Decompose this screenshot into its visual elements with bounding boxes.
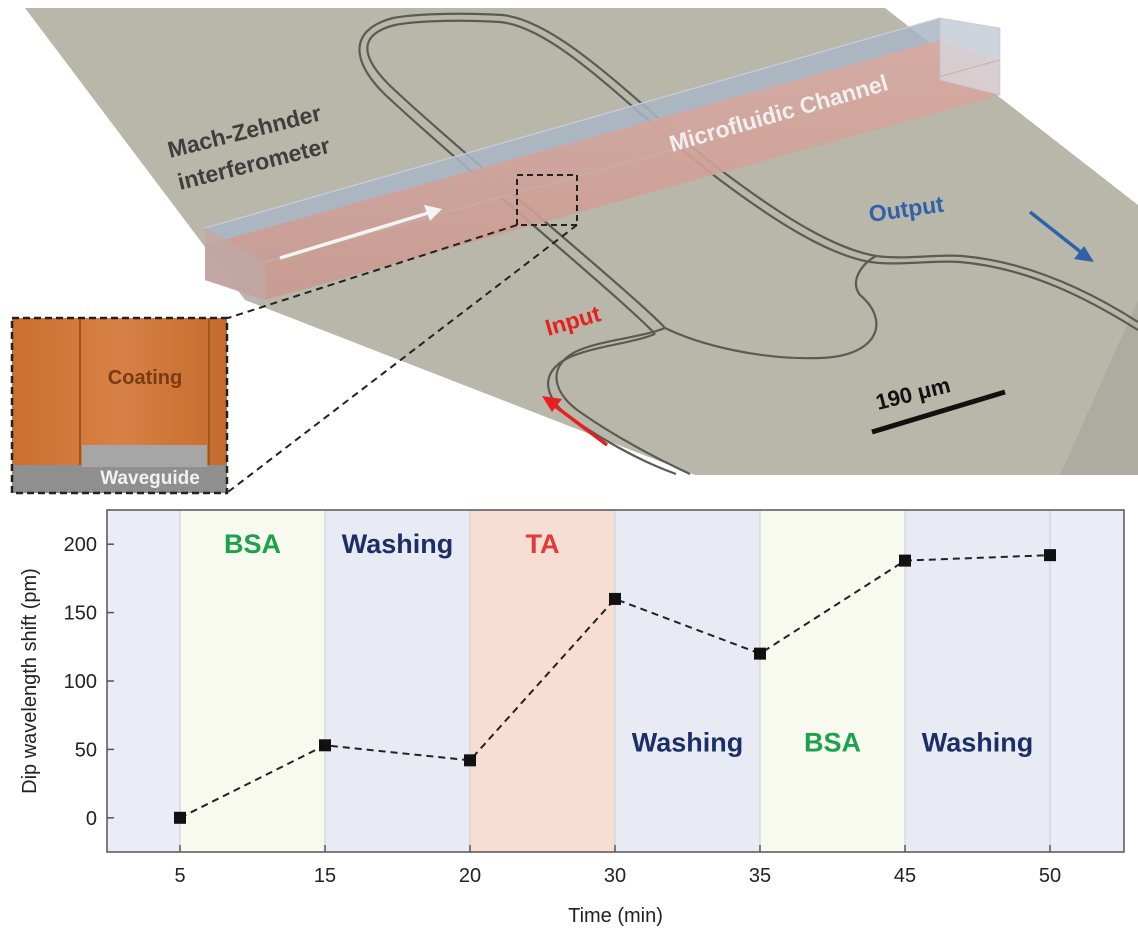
zoom-line-top [227,224,518,319]
x-tick-label-3: 20 [459,865,481,887]
x-tick-label-7: 50 [1039,865,1061,887]
mzi-arm-lower [664,255,878,360]
zoom-box [516,174,578,226]
phase-band-2 [325,510,470,852]
y-tick-label-200: 200 [64,534,97,556]
x-tick-label-2: 15 [314,865,336,887]
x-tick-label-6: 45 [894,865,916,887]
input-waveguide-inner [547,332,677,476]
x-axis: 5 15 20 30 35 45 50 [174,845,1061,887]
output-waveguide-inner [875,254,1138,323]
data-points [174,549,1056,824]
phase-band-5 [760,510,905,852]
x-axis-title: Time (min) [568,905,663,927]
flow-arrow [279,205,442,260]
microfluidic-channel [204,17,1001,300]
output-waveguide [869,260,1138,331]
output-arrow [1028,210,1094,262]
y-axis: 0 50 100 150 200 [64,534,114,830]
x-tick-label-4: 30 [604,865,626,887]
chip-edge [1060,300,1138,475]
channel-edge-line-2 [264,59,1001,263]
channel-end-cap [939,17,1001,96]
phase-dividers [179,510,1051,852]
phase-label-5: BSA [804,728,861,758]
channel-pink-fluid [205,40,1000,300]
input-waveguide [555,326,691,475]
phase-label-4: Washing [632,728,744,758]
phase-label-1: BSA [224,529,281,559]
channel-front-face [205,228,265,300]
phase-label-2: Washing [342,529,454,559]
input-arrow [542,396,609,447]
x-tick-label-5: 35 [749,865,771,887]
scale-bar [871,389,1006,435]
phase-label-6: Washing [922,728,1034,758]
data-point-2 [319,739,331,752]
channel-edge-line [204,17,941,229]
data-point-5 [754,647,766,660]
y-tick-label-0: 0 [86,808,97,830]
data-point-7 [1044,549,1056,562]
data-point-4 [609,592,621,605]
data-point-6 [899,554,911,567]
phase-label-3: TA [526,529,560,559]
phase-band-1 [180,510,325,852]
inset-cross-section: Coating Waveguide [10,316,229,495]
data-point-1 [174,811,186,824]
data-point-3 [464,754,476,767]
x-tick-label-1: 5 [174,865,185,887]
waveguide-label: Waveguide [100,468,200,489]
y-tick-label-150: 150 [64,603,97,625]
y-tick-label-100: 100 [64,671,97,693]
phase-band-6 [905,510,1050,852]
y-axis-title: Dip wavelength shift (pm) [19,568,41,794]
coating-label: Coating [108,367,182,389]
y-tick-label-50: 50 [75,739,97,761]
phase-band-4 [615,510,760,852]
phase-band-3 [470,510,615,852]
zoom-line-bottom [227,224,578,493]
device-illustration: Coating Waveguide Mach-Zehnder interfero… [10,8,1138,495]
